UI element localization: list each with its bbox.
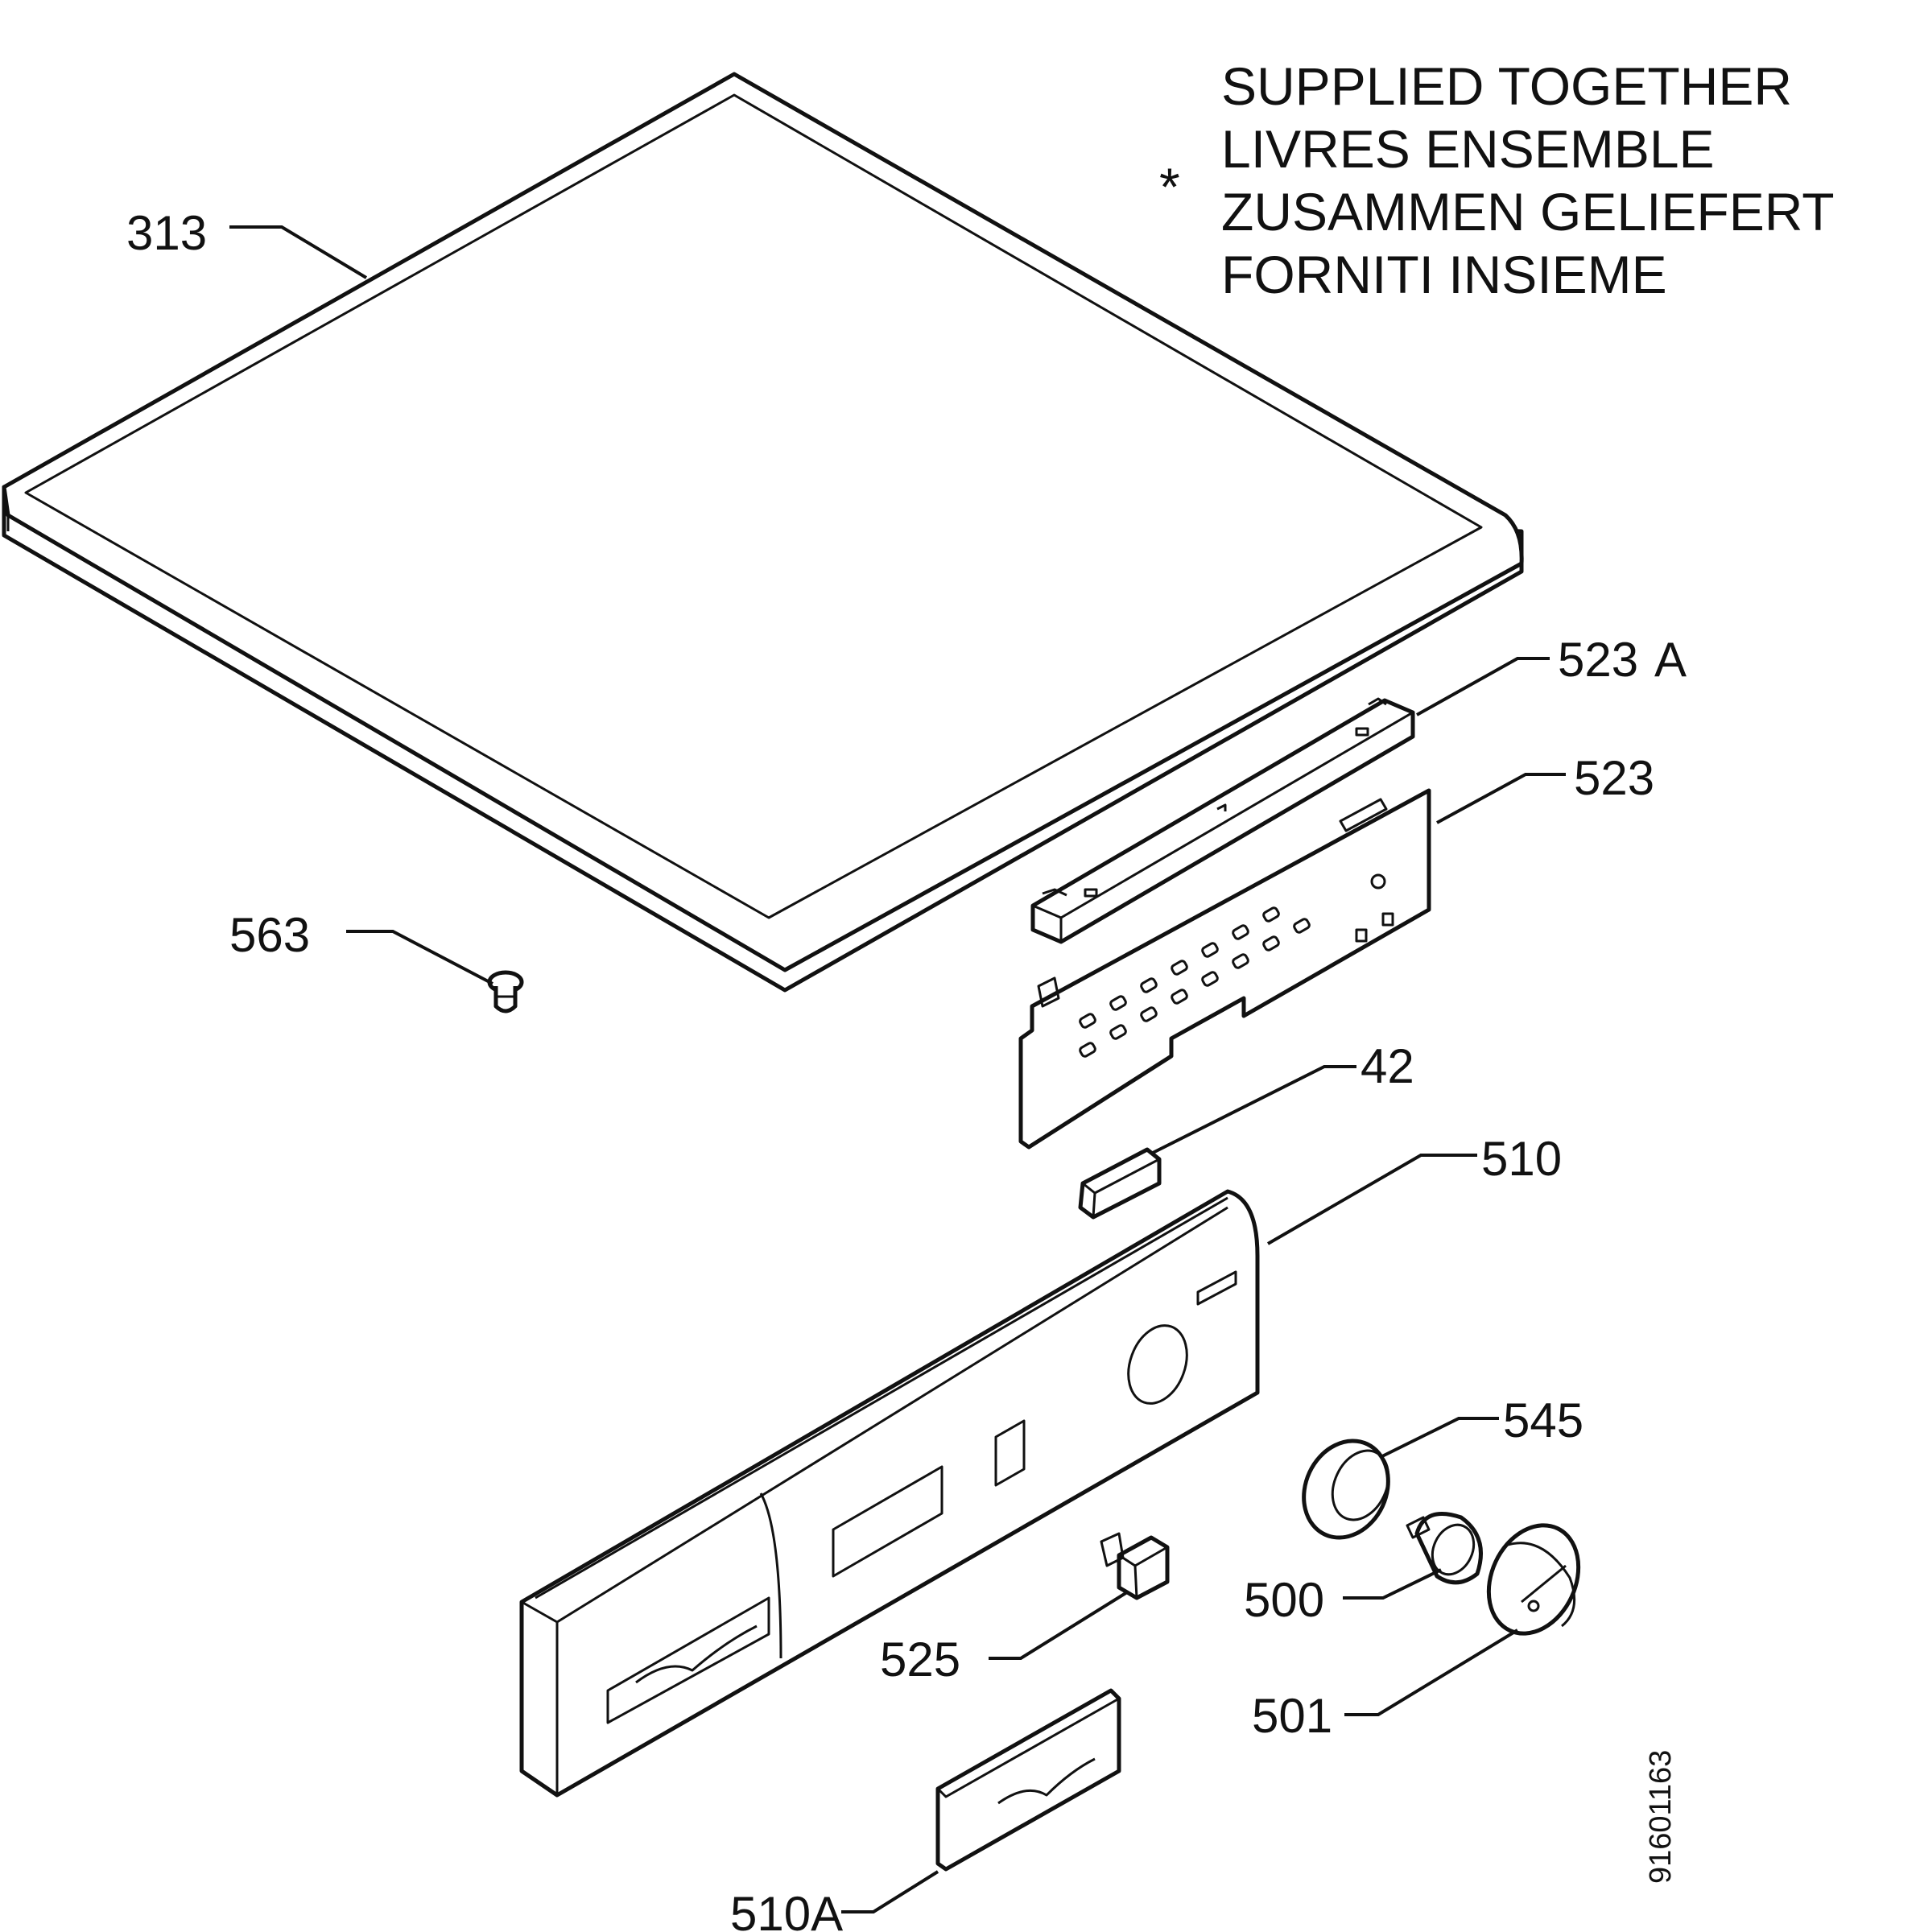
part-563-screw [487, 970, 524, 1013]
part-42-clip [1078, 1147, 1162, 1220]
callout-42: 42 [1361, 1039, 1414, 1093]
callout-510a: 510A [730, 1887, 843, 1932]
callout-500: 500 [1244, 1573, 1324, 1627]
callout-501: 501 [1252, 1689, 1332, 1743]
note-line-de: ZUSAMMEN GELIEFERT [1221, 182, 1835, 242]
note-line-en: SUPPLIED TOGETHER [1221, 56, 1792, 116]
note-asterisk: * [1159, 157, 1180, 217]
part-313-top-cover [2, 72, 1524, 993]
callout-523a-suffix: A [1654, 633, 1687, 687]
note-line-fr: LIVRES ENSEMBLE [1221, 119, 1715, 179]
callout-525: 525 [880, 1633, 960, 1686]
part-523-board [1018, 788, 1431, 1150]
callout-523a: 523 [1558, 633, 1638, 687]
callout-510: 510 [1481, 1132, 1562, 1186]
callout-313: 313 [126, 206, 207, 260]
drawing-number: 91601163 [1644, 1750, 1678, 1884]
callout-563: 563 [229, 908, 310, 962]
leader-lines [229, 225, 1566, 1913]
part-523a-rail [1030, 697, 1415, 944]
supplied-together-note: * SUPPLIED TOGETHER LIVRES ENSEMBLE ZUSA… [1159, 56, 1835, 304]
callout-523: 523 [1574, 751, 1654, 805]
part-500-knob-shaft [1406, 1512, 1483, 1585]
callout-labels: 313 523 A 523 563 42 510 545 500 525 501… [126, 206, 1687, 1932]
part-510-control-panel [519, 1189, 1260, 1798]
part-525-button [1100, 1532, 1170, 1600]
part-501-knob [1486, 1523, 1581, 1636]
callout-545: 545 [1503, 1393, 1583, 1447]
part-510a-flap [935, 1688, 1121, 1872]
part-545-knob-ring [1302, 1439, 1390, 1540]
note-line-it: FORNITI INSIEME [1221, 245, 1667, 304]
